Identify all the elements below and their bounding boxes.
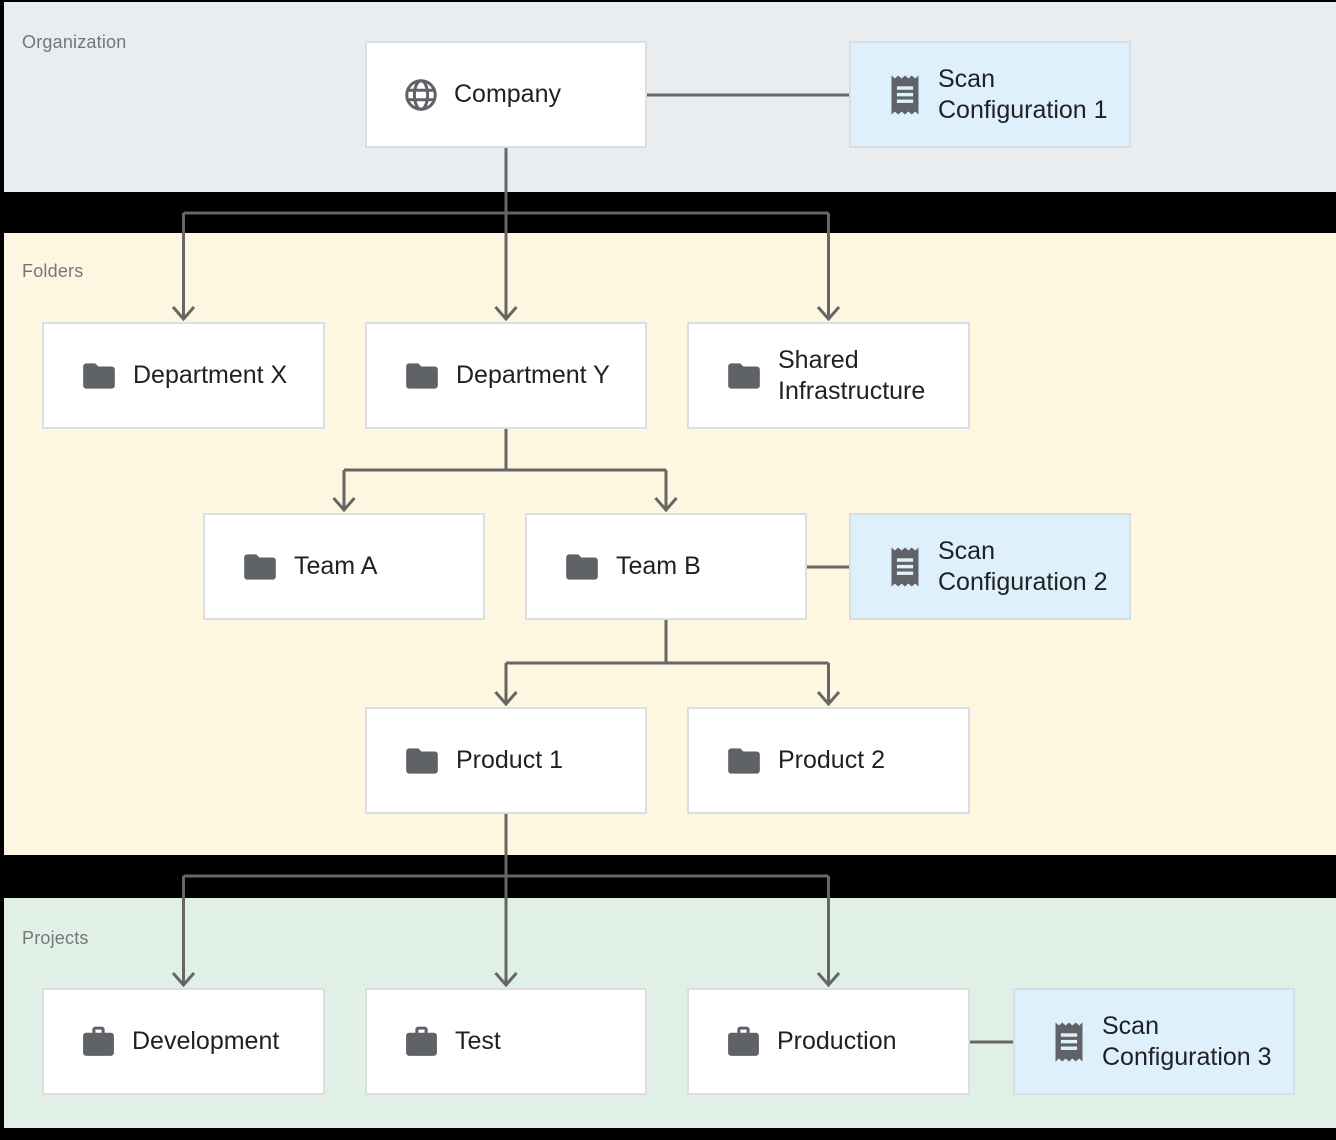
receipt-icon: [887, 546, 923, 588]
node-team-a: Team A: [203, 513, 485, 620]
node-product-1: Product 1: [365, 707, 647, 814]
folder-icon: [80, 360, 118, 392]
node-label: Department Y: [456, 361, 610, 389]
node-department-x: Department X: [42, 322, 325, 429]
briefcase-icon: [725, 1024, 762, 1060]
folder-icon: [725, 745, 763, 777]
node-label: Production: [777, 1027, 897, 1055]
node-label: Product 2: [778, 746, 886, 774]
node-label: Department X: [133, 361, 288, 389]
folder-icon: [241, 551, 279, 583]
briefcase-icon: [80, 1024, 117, 1060]
node-department-y: Department Y: [365, 322, 647, 429]
receipt-icon: [1051, 1021, 1087, 1063]
folder-icon: [403, 745, 441, 777]
node-label: Scan Configuration 1: [938, 64, 1108, 124]
node-shared-infrastructure: Shared Infrastructure: [687, 322, 970, 429]
edge-depty-to-teams: [332, 429, 678, 513]
node-development: Development: [42, 988, 325, 1095]
edge-teamb-to-products: [494, 620, 841, 707]
node-label: Product 1: [456, 746, 564, 774]
projects-band-label: Projects: [22, 928, 89, 948]
folders-band-label: Folders: [22, 261, 84, 281]
edge-product1-to-projects: [171, 814, 841, 988]
node-scan-configuration-3: Scan Configuration 3: [1013, 988, 1295, 1095]
folder-icon: [563, 551, 601, 583]
node-team-b: Team B: [525, 513, 807, 620]
node-label: Company: [454, 80, 561, 108]
globe-icon: [403, 77, 439, 113]
node-label: Development: [132, 1027, 280, 1055]
node-label: Scan Configuration 3: [1102, 1011, 1272, 1071]
node-scan-configuration-2: Scan Configuration 2: [849, 513, 1131, 620]
node-production: Production: [687, 988, 970, 1095]
node-company: Company: [365, 41, 647, 148]
node-product-2: Product 2: [687, 707, 970, 814]
node-label: Scan Configuration 2: [938, 536, 1108, 596]
node-label: Shared Infrastructure: [778, 345, 926, 405]
edge-company-to-folders: [171, 148, 841, 322]
folder-icon: [725, 360, 763, 392]
node-label: Team B: [616, 552, 701, 580]
organization-band-label: Organization: [22, 32, 127, 52]
briefcase-icon: [403, 1024, 440, 1060]
node-label: Team A: [294, 552, 378, 580]
node-label: Test: [455, 1027, 501, 1055]
node-test: Test: [365, 988, 647, 1095]
folder-icon: [403, 360, 441, 392]
node-scan-configuration-1: Scan Configuration 1: [849, 41, 1131, 148]
receipt-icon: [887, 74, 923, 116]
